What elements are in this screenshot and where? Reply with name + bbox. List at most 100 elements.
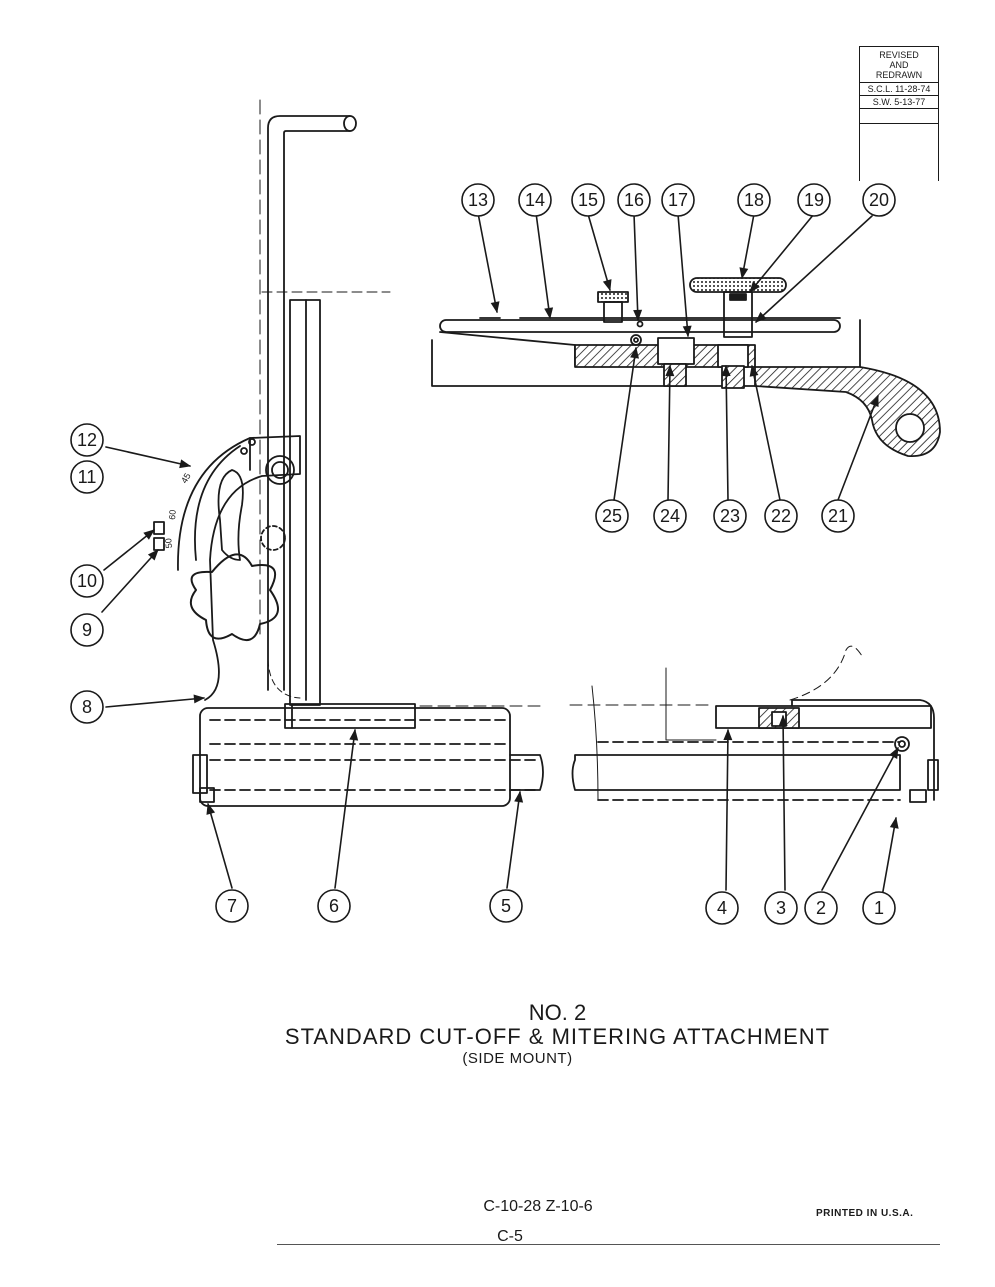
page-number: C-5 bbox=[497, 1228, 523, 1245]
callout-number: 5 bbox=[501, 896, 511, 916]
callout-11: 11 bbox=[70, 460, 104, 494]
callout-circle bbox=[713, 499, 747, 533]
callout-number: 24 bbox=[660, 506, 680, 526]
callout-circle bbox=[70, 690, 104, 724]
callout-13: 13 bbox=[461, 183, 495, 217]
miter-gauge-body bbox=[153, 435, 301, 701]
callout-number: 21 bbox=[828, 506, 848, 526]
callout-15: 15 bbox=[571, 183, 605, 217]
callout-20: 20 bbox=[862, 183, 896, 217]
printed-note: PRINTED IN U.S.A. bbox=[816, 1208, 914, 1219]
revision-heading-line: AND bbox=[889, 60, 909, 70]
revision-entry: S.W. 5-13-77 bbox=[860, 96, 938, 109]
callout-3: 3 bbox=[764, 891, 798, 925]
miter-fence-upright bbox=[261, 291, 391, 706]
callout-1: 1 bbox=[862, 891, 896, 925]
callout-circle bbox=[617, 183, 651, 217]
callout-number: 22 bbox=[771, 506, 791, 526]
callout-23: 23 bbox=[713, 499, 747, 533]
callout-number: 11 bbox=[78, 467, 97, 487]
callout-circle bbox=[70, 613, 104, 647]
callout-circle bbox=[653, 499, 687, 533]
callout-circle bbox=[705, 891, 739, 925]
callout-21: 21 bbox=[821, 499, 855, 533]
revision-heading: REVISED AND REDRAWN bbox=[860, 47, 938, 83]
callout-circle bbox=[661, 183, 695, 217]
callout-number: 15 bbox=[578, 190, 598, 210]
callout-number: 9 bbox=[82, 620, 92, 640]
callout-5: 5 bbox=[489, 889, 523, 923]
callout-circle bbox=[70, 564, 104, 598]
callout-9: 9 bbox=[70, 613, 104, 647]
diagram-number: NO. 2 bbox=[528, 1000, 587, 1025]
callout-4: 4 bbox=[705, 891, 739, 925]
callout-number: 23 bbox=[720, 506, 740, 526]
callout-18: 18 bbox=[737, 183, 771, 217]
callout-number: 8 bbox=[82, 697, 92, 717]
callout-circle bbox=[518, 183, 552, 217]
callout-number: 13 bbox=[468, 190, 488, 210]
callout-circle bbox=[764, 499, 798, 533]
scale-mark: 50 bbox=[163, 538, 174, 549]
callout-circle bbox=[571, 183, 605, 217]
callout-circle bbox=[821, 499, 855, 533]
callout-14: 14 bbox=[518, 183, 552, 217]
callout-12: 12 bbox=[70, 423, 104, 457]
callout-17: 17 bbox=[661, 183, 695, 217]
callout-22: 22 bbox=[764, 499, 798, 533]
callout-number: 17 bbox=[668, 190, 688, 210]
callout-19: 19 bbox=[797, 183, 831, 217]
callout-10: 10 bbox=[70, 564, 104, 598]
callout-number: 18 bbox=[744, 190, 764, 210]
callout-number: 20 bbox=[869, 190, 889, 210]
scale-mark: 60 bbox=[167, 509, 178, 520]
hold-down-rod bbox=[259, 99, 357, 691]
miter-bar-right-view bbox=[569, 645, 939, 803]
callout-number: 16 bbox=[624, 190, 644, 210]
revision-entry-blank bbox=[860, 109, 938, 124]
callout-circle bbox=[70, 460, 104, 494]
callout-24: 24 bbox=[653, 499, 687, 533]
scale-mark: 45 bbox=[179, 471, 193, 485]
callout-25: 25 bbox=[595, 499, 629, 533]
drawing-code: C-10-28 Z-10-6 bbox=[483, 1198, 593, 1215]
callout-circle bbox=[862, 183, 896, 217]
callout-8: 8 bbox=[70, 690, 104, 724]
callout-number: 3 bbox=[776, 898, 786, 918]
diagram-subtitle: (SIDE MOUNT) bbox=[462, 1050, 573, 1067]
callout-6: 6 bbox=[317, 889, 351, 923]
callout-circle bbox=[797, 183, 831, 217]
callout-number: 14 bbox=[525, 190, 545, 210]
callout-number: 19 bbox=[804, 190, 824, 210]
revision-heading-line: REDRAWN bbox=[875, 70, 923, 80]
callout-circle bbox=[215, 889, 249, 923]
callout-2: 2 bbox=[804, 891, 838, 925]
callout-circle bbox=[764, 891, 798, 925]
callout-16: 16 bbox=[617, 183, 651, 217]
callout-number: 1 bbox=[874, 898, 884, 918]
revision-heading-line: REVISED bbox=[879, 50, 919, 60]
callout-number: 12 bbox=[77, 430, 97, 450]
callout-circle bbox=[489, 889, 523, 923]
diagram-title: STANDARD CUT-OFF & MITERING ATTACHMENT bbox=[284, 1024, 831, 1049]
callout-circle bbox=[737, 183, 771, 217]
callout-circle bbox=[804, 891, 838, 925]
callout-number: 10 bbox=[77, 571, 97, 591]
callout-circle bbox=[317, 889, 351, 923]
callout-circle bbox=[70, 423, 104, 457]
callout-circle bbox=[461, 183, 495, 217]
callout-number: 25 bbox=[602, 506, 622, 526]
callout-circle bbox=[862, 891, 896, 925]
callout-number: 2 bbox=[816, 898, 826, 918]
footer-rule bbox=[277, 1244, 940, 1245]
revision-block: REVISED AND REDRAWN S.C.L. 11-28-74 S.W.… bbox=[859, 46, 939, 181]
callout-number: 7 bbox=[227, 896, 237, 916]
miter-bar-base bbox=[192, 659, 544, 807]
callout-number: 4 bbox=[717, 898, 727, 918]
revision-entry: S.C.L. 11-28-74 bbox=[860, 83, 938, 96]
callout-7: 7 bbox=[215, 889, 249, 923]
callout-circle bbox=[595, 499, 629, 533]
callout-number: 6 bbox=[329, 896, 339, 916]
